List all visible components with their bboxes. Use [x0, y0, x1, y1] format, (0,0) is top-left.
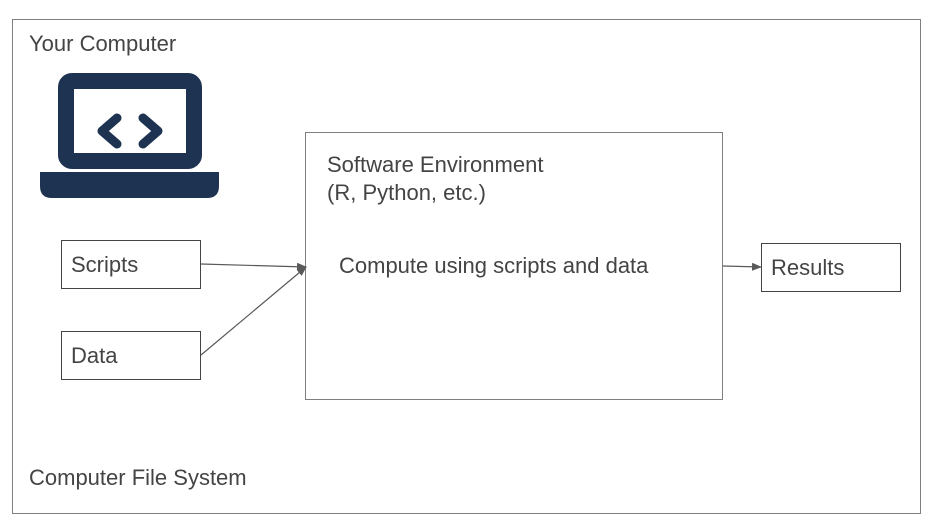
- computer-file-system-frame: [12, 19, 921, 514]
- computer-file-system-label: Computer File System: [29, 465, 247, 490]
- scripts-box: Scripts: [61, 240, 201, 289]
- environment-title: Software Environment: [327, 152, 544, 177]
- environment-action: Compute using scripts and data: [339, 253, 649, 278]
- results-box: Results: [761, 243, 901, 292]
- scripts-label: Scripts: [71, 252, 139, 277]
- your-computer-label: Your Computer: [29, 31, 177, 56]
- software-environment-box: Software Environment (R, Python, etc.) C…: [305, 132, 723, 400]
- environment-subtitle: (R, Python, etc.): [327, 180, 486, 205]
- data-box: Data: [61, 331, 201, 380]
- data-label: Data: [71, 343, 118, 368]
- results-label: Results: [771, 255, 845, 280]
